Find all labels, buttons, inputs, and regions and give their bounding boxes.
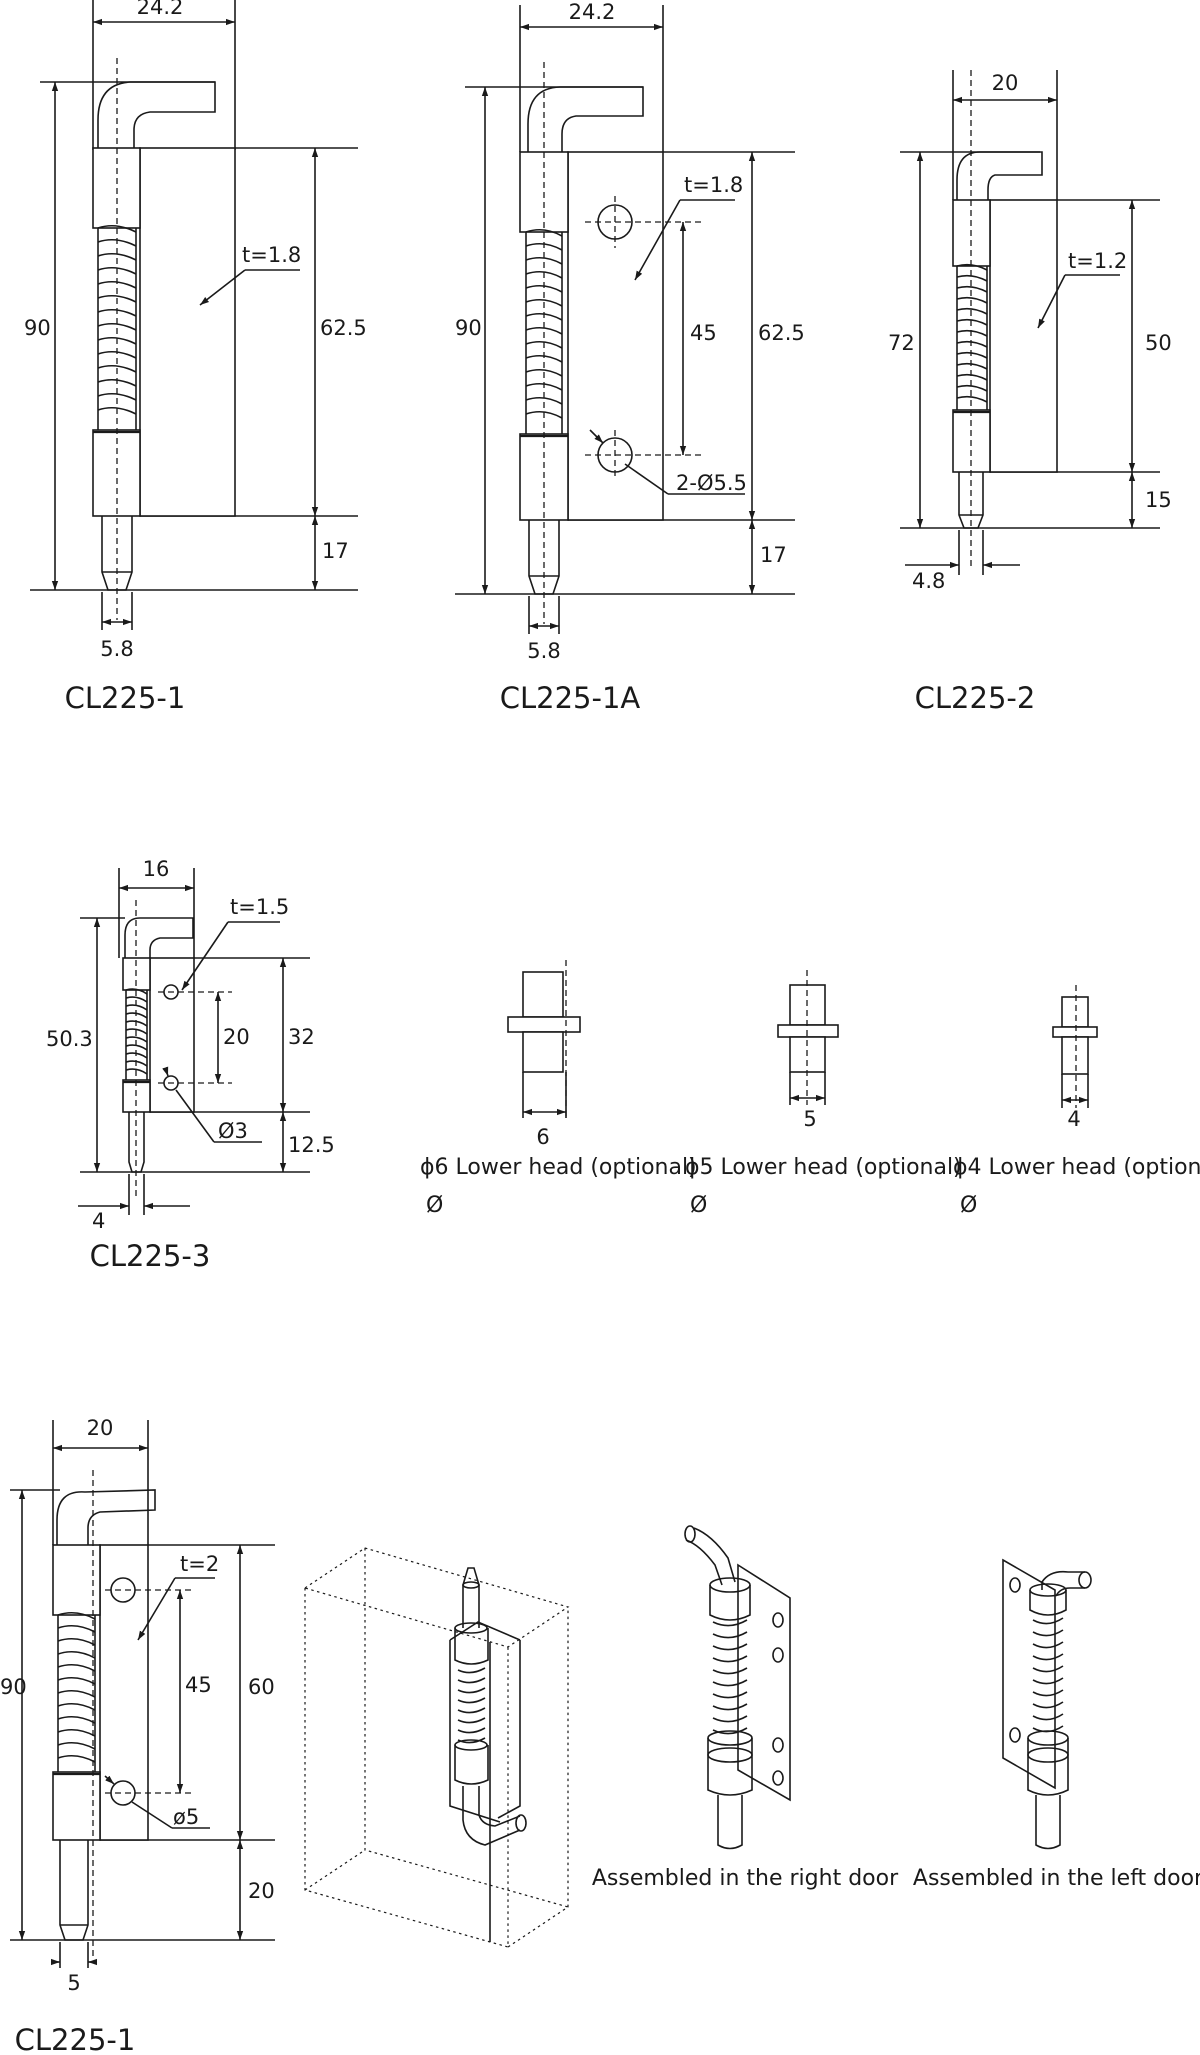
cl225-1-pin-dim: 17 xyxy=(322,539,349,563)
lower-head-4-label: ϕ4 Lower head (optional) xyxy=(953,1155,1200,1180)
cl225-1-height-dim: 90 xyxy=(24,316,51,340)
lower-head-4: 4 ϕ4 Lower head (optional) Ø xyxy=(953,985,1200,1218)
cl225-2-pin-dia-dim: 4.8 xyxy=(912,569,945,593)
lower-head-5-label: ϕ5 Lower head (optional) xyxy=(685,1155,962,1180)
cl225-2-thickness: t=1.2 xyxy=(1068,249,1127,273)
lower-head-5-dim: 5 xyxy=(803,1107,816,1131)
cl225-1a-holes-label: 2-Ø5.5 xyxy=(676,471,747,495)
cl225-1a-plate-dim: 62.5 xyxy=(758,321,805,345)
cl225-1-large-plate-dim: 60 xyxy=(248,1675,275,1699)
cl225-1a-pin-dim: 17 xyxy=(760,543,787,567)
cl225-1-large-thickness: t=2 xyxy=(180,1552,219,1576)
cl225-2-height-dim: 72 xyxy=(888,331,915,355)
cl225-3-pin-dim: 12.5 xyxy=(288,1133,335,1157)
lower-head-6-dim: 6 xyxy=(536,1125,549,1149)
cl225-1-large-hole-label: ø5 xyxy=(173,1805,199,1829)
cl225-3-height-dim: 50.3 xyxy=(46,1027,93,1051)
door-cabinet-isometric xyxy=(303,1547,570,1948)
cl225-3-caption: CL225-3 xyxy=(90,1239,211,1273)
left-door-label: Assembled in the left door xyxy=(913,1866,1200,1891)
cl225-2-plate-dim: 50 xyxy=(1145,331,1172,355)
cl225-1a-width-dim: 24.2 xyxy=(569,0,616,24)
drawing-cl225-1: 24.2 90 62.5 17 5.8 t=1.8 xyxy=(24,0,367,715)
lower-head-6-label: ϕ6 Lower head (optional) xyxy=(420,1155,697,1180)
cl225-1a-hole-pitch-dim: 45 xyxy=(690,321,717,345)
cl225-3-pin-dia-dim: 4 xyxy=(92,1209,105,1233)
cl225-1-large-caption: CL225-1 xyxy=(15,2023,136,2055)
cl225-2-width-dim: 20 xyxy=(992,71,1019,95)
cl225-1a-height-dim: 90 xyxy=(455,316,482,340)
cl225-1-large-spring xyxy=(57,1611,96,1772)
cl225-3-spring xyxy=(125,988,148,1080)
drawing-cl225-1a: 24.2 90 62.5 17 5.8 xyxy=(455,0,805,715)
drawing-cl225-1-large: 20 90 60 20 5 45 xyxy=(0,1416,275,2055)
lower-head-4-dim: 4 xyxy=(1067,1107,1080,1131)
drawing-cl225-2: 20 72 50 15 4.8 t=1.2 CL225-2 xyxy=(888,70,1172,715)
lower-head-5-symbol: Ø xyxy=(690,1193,707,1218)
cl225-1-caption: CL225-1 xyxy=(65,681,186,715)
cl225-1a-caption: CL225-1A xyxy=(500,681,641,715)
right-door-label: Assembled in the right door xyxy=(592,1866,899,1891)
cl225-3-thickness: t=1.5 xyxy=(230,895,289,919)
cl225-2-pin-dim: 15 xyxy=(1145,488,1172,512)
cl225-3-plate-dim: 32 xyxy=(288,1025,315,1049)
cl225-1-large-width-dim: 20 xyxy=(87,1416,114,1440)
cl225-1-large-pin-dim: 20 xyxy=(248,1879,275,1903)
cl225-1-width-dim: 24.2 xyxy=(137,0,184,19)
cl225-1-large-hole-pitch-dim: 45 xyxy=(185,1673,212,1697)
cl225-1-large-height-dim: 90 xyxy=(0,1675,27,1699)
cl225-1-large-pin-dia-dim: 5 xyxy=(67,1971,80,1995)
lower-head-4-symbol: Ø xyxy=(960,1193,977,1218)
cl225-1a-pin-dia-dim: 5.8 xyxy=(527,639,560,663)
lower-head-6: 6 ϕ6 Lower head (optional) Ø xyxy=(420,960,697,1218)
lower-head-6-symbol: Ø xyxy=(426,1193,443,1218)
cl225-3-width-dim: 16 xyxy=(143,857,170,881)
cl225-2-caption: CL225-2 xyxy=(915,681,1036,715)
cl225-2-spring xyxy=(956,263,988,410)
cl225-1a-thickness: t=1.8 xyxy=(684,173,743,197)
cl225-1-plate-dim: 62.5 xyxy=(320,316,367,340)
cl225-1-pin-dia-dim: 5.8 xyxy=(100,637,133,661)
assembly-left-door: Assembled in the left door xyxy=(913,1558,1200,1891)
assembly-right-door: Assembled in the right door xyxy=(592,1525,899,1891)
cl225-3-hole-pitch-dim: 20 xyxy=(223,1025,250,1049)
cl225-1-thickness: t=1.8 xyxy=(242,243,301,267)
cl225-3-hole-label: Ø3 xyxy=(218,1119,248,1143)
lower-head-5: 5 ϕ5 Lower head (optional) Ø xyxy=(685,970,962,1218)
drawing-cl225-3: 16 50.3 32 12.5 4 20 xyxy=(46,857,335,1273)
